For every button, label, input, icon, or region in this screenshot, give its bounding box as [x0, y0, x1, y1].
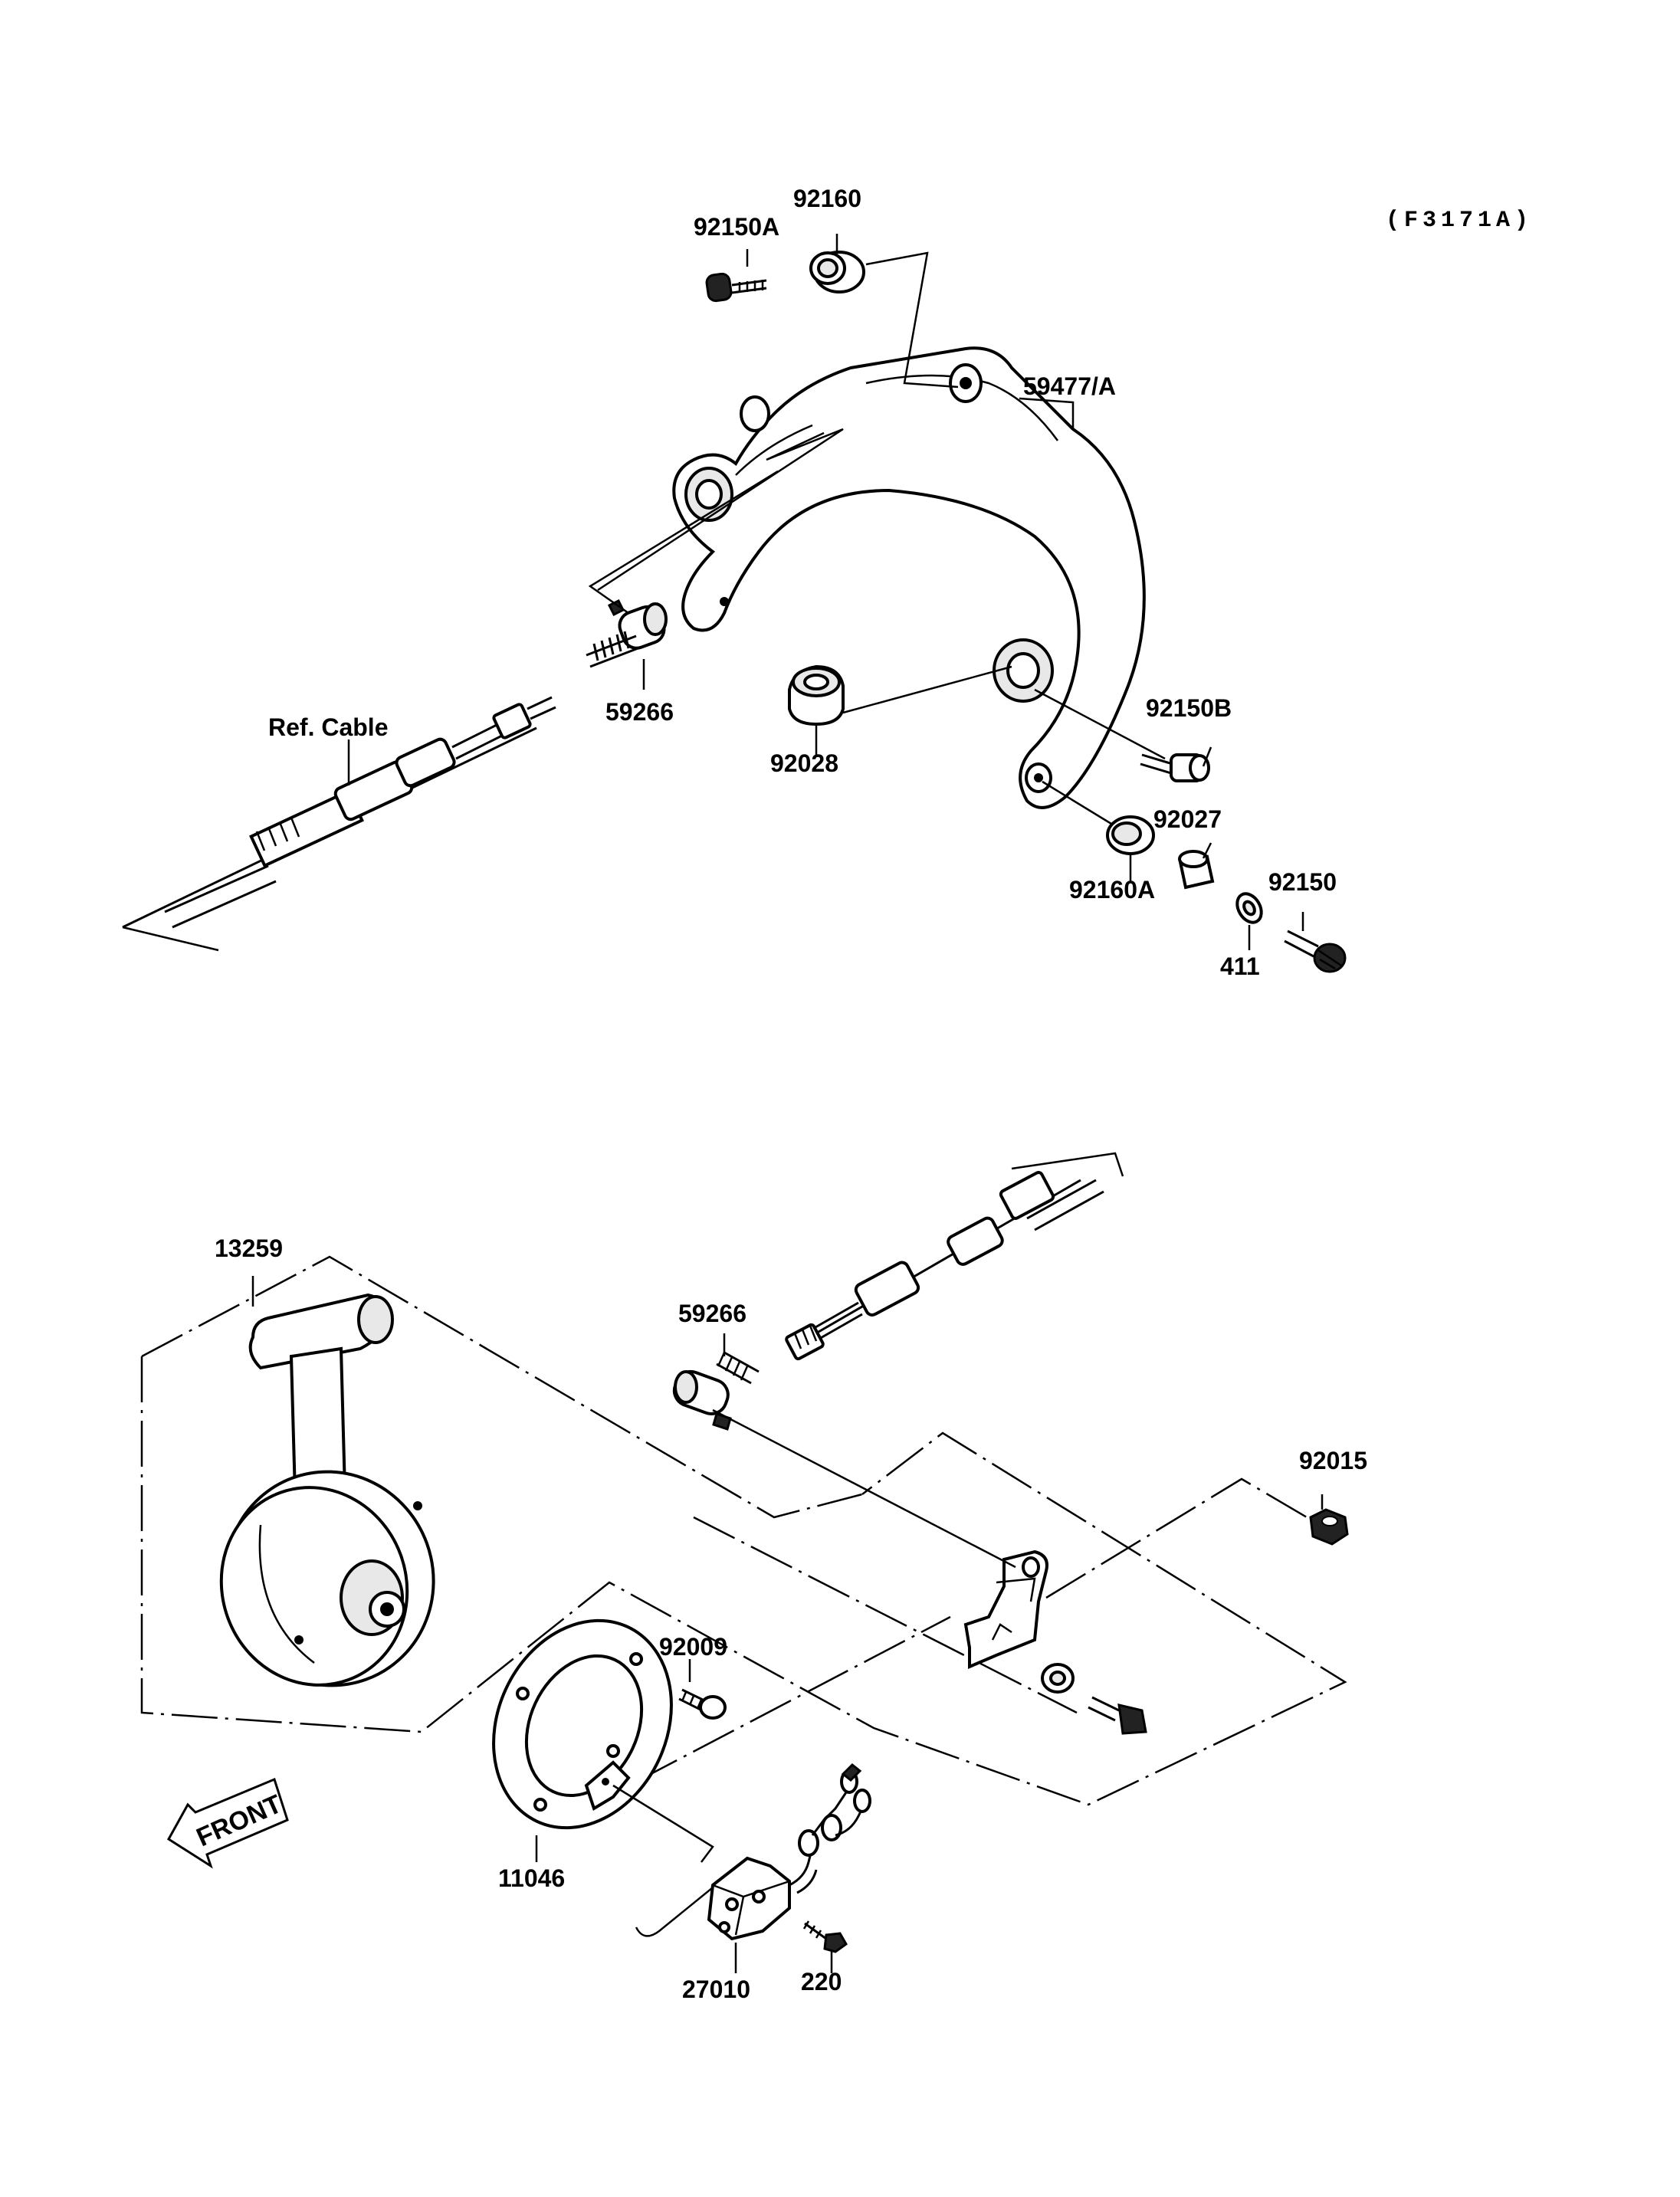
- label-92150: 92150: [1268, 868, 1337, 896]
- control-lever-13259: [219, 1293, 435, 1687]
- label-92028: 92028: [770, 749, 838, 777]
- label-13259: 13259: [215, 1235, 283, 1262]
- bottom-leader-lines: [251, 1276, 1324, 1973]
- assembly-outlines: [140, 1255, 1347, 1806]
- label-92160a: 92160A: [1069, 876, 1155, 903]
- switch-plate-11046: [492, 1618, 673, 1830]
- bolt-92150b: [1140, 753, 1210, 782]
- bolt-92150a: [705, 272, 767, 303]
- part-labels: 92160 92150A 59477/A 59266 Ref. Cable 92…: [215, 185, 1367, 2003]
- label-92150a: 92150A: [694, 213, 779, 241]
- label-92150b: 92150B: [1146, 694, 1232, 722]
- spacer-92160: [809, 251, 865, 293]
- washer-411: [1235, 892, 1263, 924]
- ball-joint-59266-bottom: [672, 1351, 760, 1431]
- label-92015: 92015: [1299, 1447, 1367, 1474]
- label-59477a: 59477/A: [1023, 372, 1116, 400]
- front-arrow-label: FRONT: [192, 1789, 287, 1852]
- screw-92009: [678, 1688, 727, 1720]
- label-ref-cable: Ref. Cable: [268, 713, 388, 741]
- label-92160-top: 92160: [793, 185, 861, 212]
- label-92009: 92009: [659, 1633, 727, 1661]
- bolt-92150: [1284, 930, 1347, 973]
- front-arrow-icon: FRONT: [167, 1777, 289, 1869]
- nut-92015: [1309, 1508, 1349, 1546]
- label-59266-bottom: 59266: [678, 1300, 746, 1327]
- switch-27010: [635, 1763, 871, 1941]
- screw-220: [802, 1920, 848, 1953]
- ref-cable-bottom: [785, 1152, 1124, 1361]
- spacer-92160a: [1106, 815, 1155, 855]
- label-27010: 27010: [682, 1976, 750, 2003]
- ball-joint-59266-top: [586, 598, 668, 668]
- ref-cable-top: [122, 696, 556, 952]
- diagram-code: (F3171A): [1386, 208, 1533, 234]
- collar-92027: [1178, 850, 1215, 890]
- label-411: 411: [1220, 953, 1260, 980]
- label-92027: 92027: [1153, 805, 1222, 833]
- label-11046: 11046: [498, 1864, 565, 1892]
- label-59266-top: 59266: [605, 698, 674, 726]
- label-220: 220: [801, 1968, 842, 1995]
- collar-92028: [788, 664, 845, 726]
- top-leader-lines: [347, 234, 1304, 950]
- cable-bracket: [963, 1549, 1147, 1735]
